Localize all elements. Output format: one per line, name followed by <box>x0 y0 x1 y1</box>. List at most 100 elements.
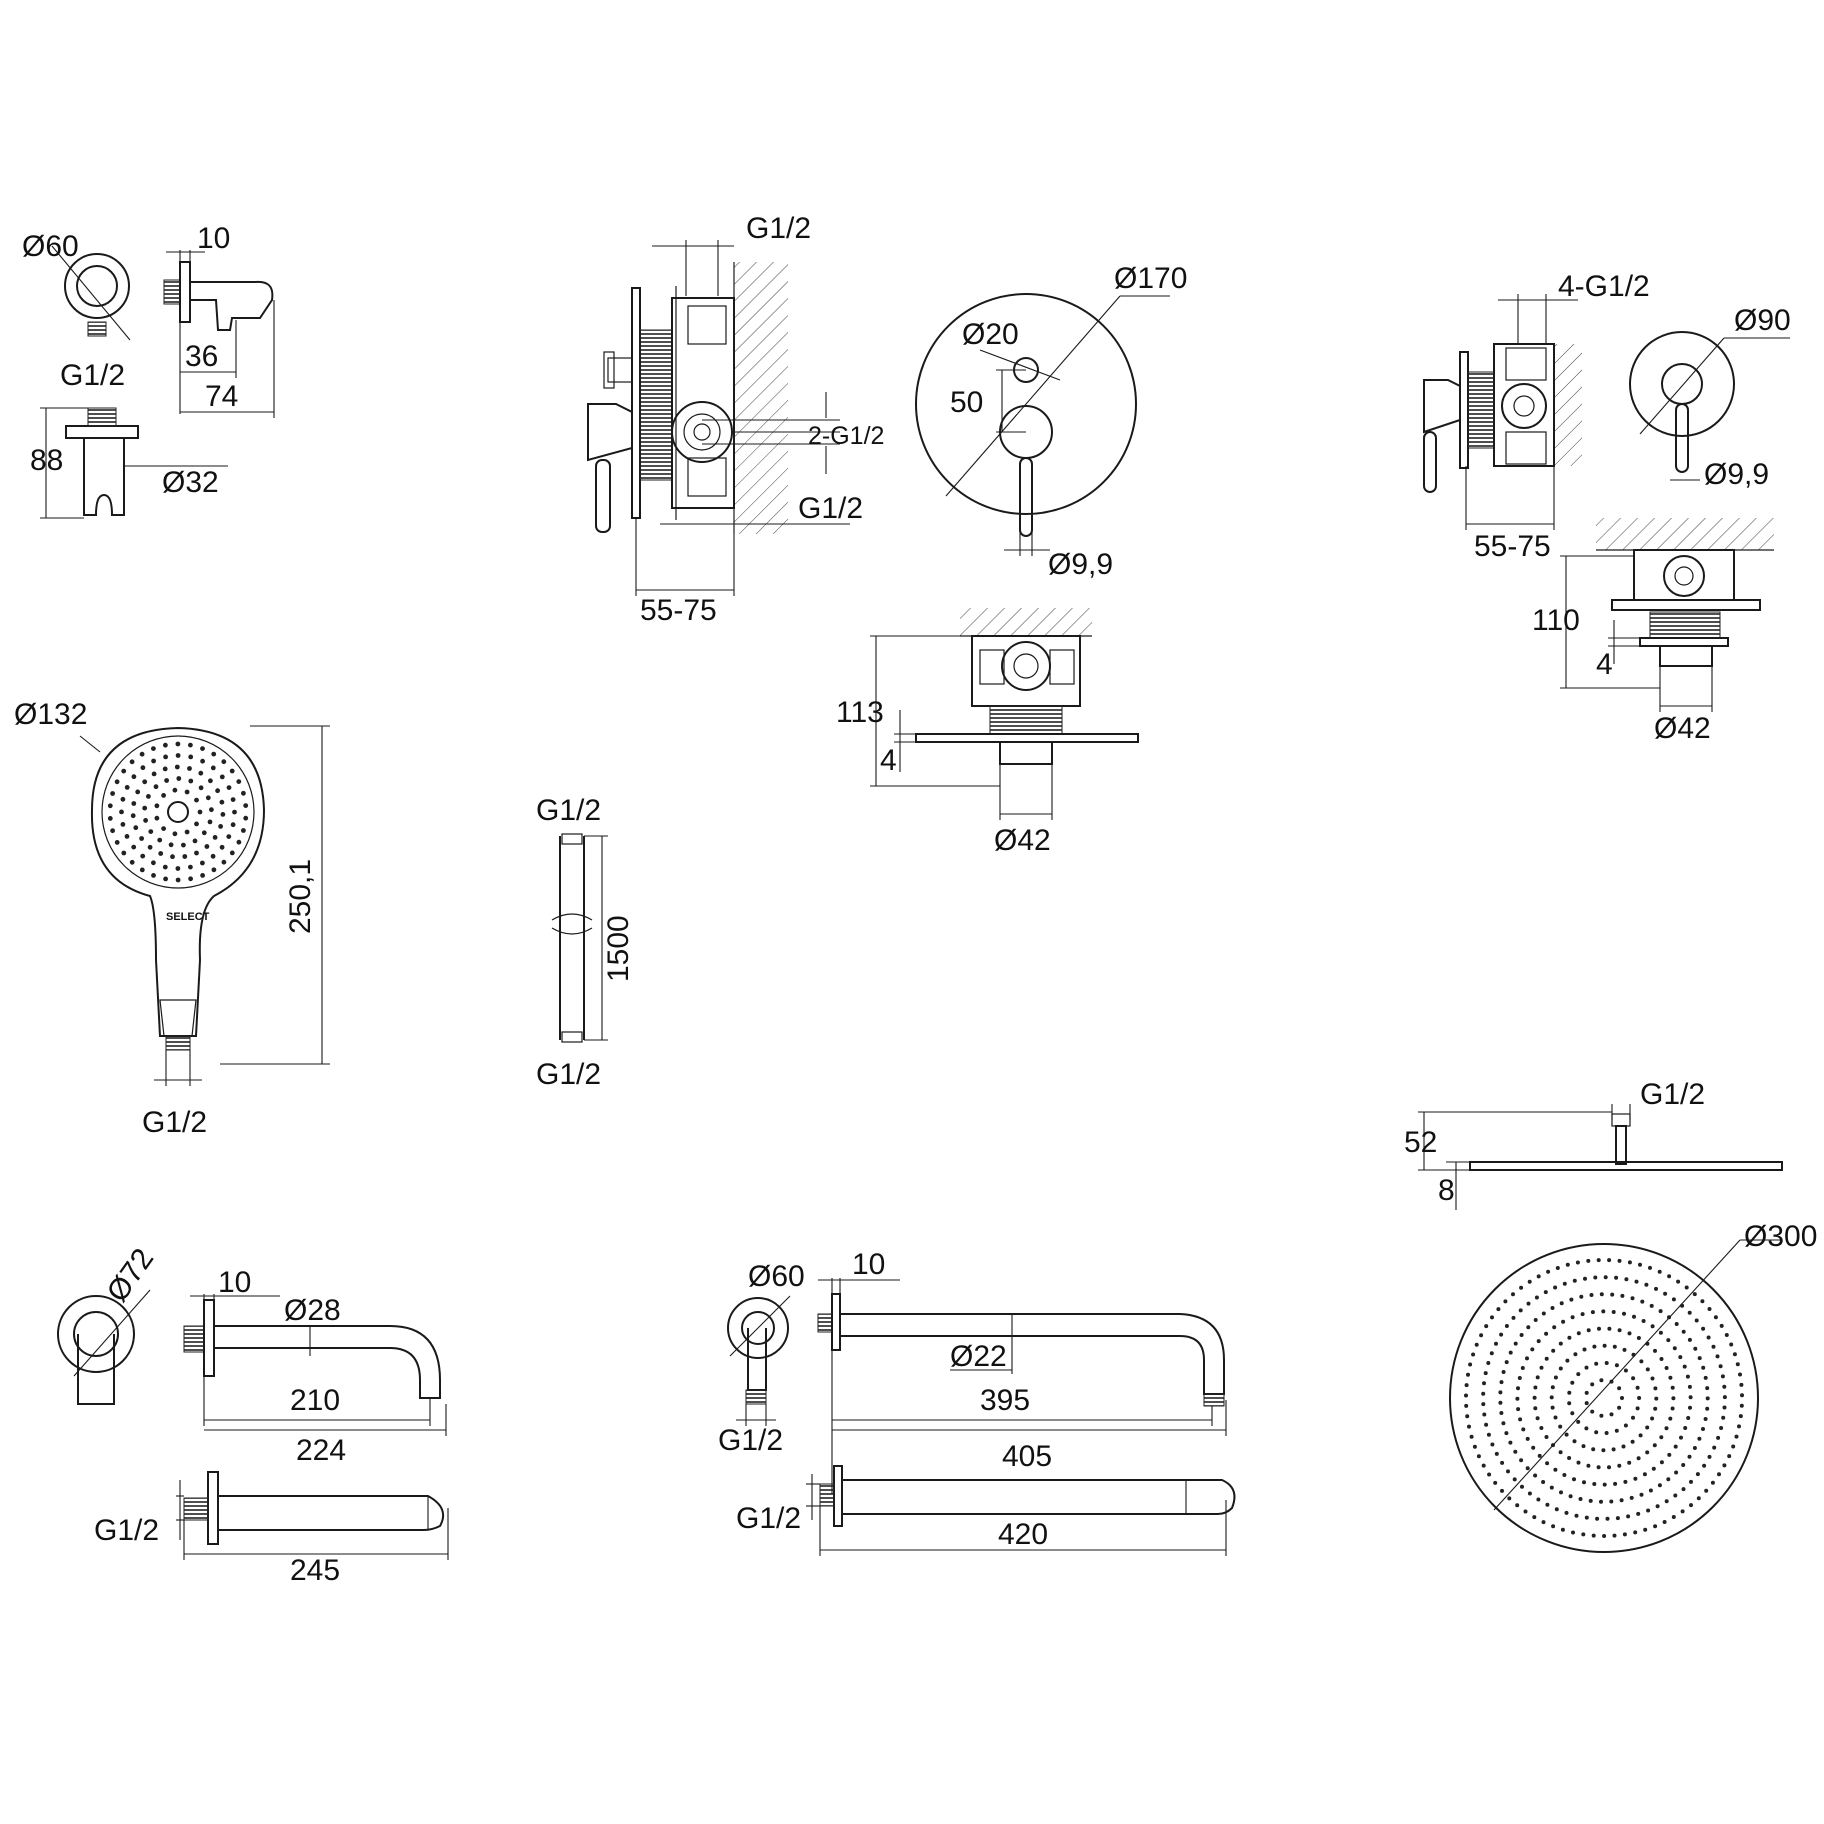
nozzle-dot <box>1498 1400 1503 1405</box>
nozzle-dot <box>1525 1356 1529 1361</box>
nozzle-dot <box>1680 1509 1685 1514</box>
nozzle-dot <box>1609 1412 1614 1417</box>
nozzle-dot <box>1541 1480 1546 1484</box>
nozzle-dot <box>1648 1488 1653 1493</box>
nozzle-dot <box>153 784 159 790</box>
nozzle-dot <box>1546 1269 1551 1274</box>
nozzle-dot <box>1653 1386 1658 1391</box>
nozzle-dot <box>1582 1480 1586 1485</box>
nozzle-dot <box>1523 1509 1528 1514</box>
nozzle-dot <box>1612 1344 1617 1349</box>
nozzle-dot <box>1527 1279 1532 1284</box>
nozzle-dot <box>1722 1384 1727 1389</box>
mixer-depth-label: 55-75 <box>640 594 717 627</box>
nozzle-dot <box>1617 1405 1622 1410</box>
nozzle-dot <box>1687 1337 1692 1342</box>
nozzle-dot <box>1694 1318 1699 1323</box>
nozzle-dot <box>1499 1411 1504 1415</box>
nozzle-dot <box>1666 1338 1671 1343</box>
nozzle-dot <box>142 779 148 785</box>
nozzle-dot <box>1609 1499 1614 1504</box>
nozzle-dot <box>219 799 225 805</box>
rain-g-label: G1/2 <box>1640 1078 1705 1111</box>
nozzle-dot <box>1623 1479 1628 1484</box>
nozzle-dot <box>1685 1374 1690 1379</box>
nozzle-dot <box>1570 1315 1575 1320</box>
nozzle-dot <box>211 751 217 757</box>
nozzle-dot <box>1555 1266 1560 1270</box>
nozzle-dot <box>158 851 164 856</box>
nozzle-dot <box>1513 1449 1518 1454</box>
nozzle-dot <box>1581 1444 1586 1449</box>
nozzle-dot <box>1550 1306 1555 1310</box>
nozzle-dot <box>1689 1503 1693 1508</box>
holder-dia-label: Ø60 <box>22 230 79 263</box>
mixer-top-drawing: 113 4 Ø42 <box>836 608 1139 857</box>
nozzle-dot <box>140 765 146 771</box>
nozzle-dot <box>1668 1375 1673 1380</box>
nozzle-dot <box>1719 1323 1724 1328</box>
nozzle-dot <box>164 778 170 783</box>
nozzle-dot <box>1503 1299 1508 1304</box>
nozzle-dot <box>1469 1434 1474 1439</box>
nozzle-dot <box>124 834 130 839</box>
nozzle-dot <box>1641 1319 1646 1323</box>
nozzle-dot <box>1688 1405 1692 1410</box>
nozzle-dot <box>1623 1368 1628 1373</box>
nozzle-dot <box>1602 1343 1607 1348</box>
nozzle-dot <box>1536 1274 1541 1279</box>
nozzle-dot <box>1564 1432 1569 1437</box>
nozzle-dot <box>1531 1445 1536 1450</box>
mixer-g-bot-label: G1/2 <box>798 492 863 525</box>
nozzle-dot <box>163 754 169 760</box>
nozzle-dot <box>241 828 246 833</box>
nozzle-dot <box>1525 1466 1530 1471</box>
nozzle-dot <box>1724 1333 1729 1337</box>
nozzle-dot <box>204 844 210 849</box>
nozzle-dot <box>198 770 204 776</box>
nozzle-dot <box>187 766 192 771</box>
nozzle-dot <box>1738 1414 1743 1419</box>
nozzle-dot <box>1494 1341 1498 1346</box>
nozzle-dot <box>1697 1356 1702 1361</box>
nozzle-dot <box>1558 1366 1563 1371</box>
nozzle-dot <box>1584 1401 1589 1406</box>
nozzle-dot <box>1518 1417 1523 1422</box>
nozzle-dot <box>143 818 149 823</box>
nozzle-dot <box>1527 1491 1532 1496</box>
nozzle-dot <box>1739 1403 1744 1408</box>
nozzle-dot <box>1516 1407 1521 1412</box>
plate-50-label: 50 <box>950 386 983 419</box>
nozzle-dot <box>1466 1372 1470 1377</box>
nozzle-dot <box>1481 1463 1486 1468</box>
nozzle-dot <box>1670 1385 1675 1390</box>
nozzle-dot <box>1591 1447 1596 1452</box>
top-113-label: 113 <box>836 696 884 729</box>
nozzle-dot <box>1553 1415 1558 1420</box>
nozzle-dot <box>1499 1380 1504 1385</box>
nozzle-dot <box>151 873 156 878</box>
nozzle-dot <box>1479 1333 1484 1338</box>
nozzle-dot <box>1581 1532 1586 1537</box>
nozzle-dot <box>1582 1347 1587 1352</box>
nozzle-dot <box>1501 1370 1506 1374</box>
nozzle-dot <box>1653 1524 1658 1529</box>
nozzle-dot <box>1572 1477 1576 1482</box>
holder-36-label: 36 <box>185 340 218 373</box>
nozzle-dot <box>1687 1384 1692 1389</box>
nozzle-dot <box>1574 1513 1579 1518</box>
nozzle-dot <box>1472 1444 1477 1449</box>
nozzle-dot <box>1596 1258 1601 1263</box>
nozzle-dot <box>1590 1409 1595 1414</box>
arm-405-label: 405 <box>1002 1440 1052 1473</box>
nozzle-dot <box>1620 1293 1625 1298</box>
nozzle-dot <box>163 742 168 748</box>
nozzle-dot <box>1550 1405 1555 1410</box>
nozzle-dot <box>1520 1484 1524 1489</box>
nozzle-dot <box>1627 1260 1632 1265</box>
nozzle-dot <box>1569 1297 1574 1302</box>
nozzle-dot <box>1559 1490 1563 1495</box>
nozzle-dot <box>1722 1395 1727 1400</box>
nozzle-dot <box>1586 1328 1591 1333</box>
nozzle-dot <box>1571 1530 1575 1535</box>
